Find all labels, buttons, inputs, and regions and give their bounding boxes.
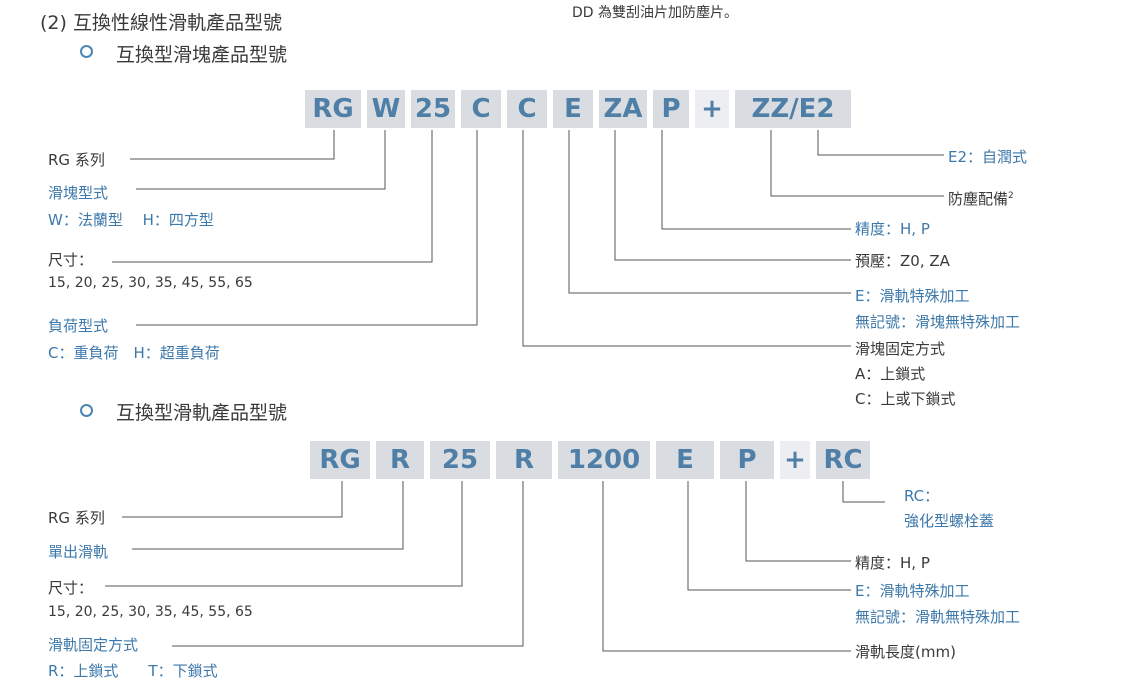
block-e-special-label: E：滑軌特殊加工 (855, 287, 970, 305)
block-code-e: E (553, 90, 593, 128)
bullet-icon (80, 45, 93, 58)
rail-precision-label: 精度：H, P (855, 554, 930, 572)
rail-code-size: 25 (430, 441, 490, 479)
block-code-series: RG (305, 90, 361, 128)
block-code-dust: ZZ/E2 (735, 90, 851, 128)
block-code-plus: + (695, 90, 729, 128)
section-title: (2) 互換性線性滑軌產品型號 (40, 12, 282, 34)
block-fix-a: A：上鎖式 (855, 365, 926, 383)
leader-block-series (130, 130, 335, 160)
leader-block-size (112, 130, 433, 263)
leader-block-type (136, 130, 386, 190)
rail-code-fix: R (496, 441, 552, 479)
block-e2-label: E2：自潤式 (948, 148, 1028, 166)
rail-size-values: 15, 20, 25, 30, 35, 45, 55, 65 (48, 604, 253, 620)
rail-code-single: R (376, 441, 424, 479)
rail-code-e: E (656, 441, 714, 479)
leader-rail-length (602, 481, 851, 652)
rail-no-mark-label: 無記號：滑軌無特殊加工 (855, 608, 1021, 626)
leader-rail-rc (842, 481, 885, 503)
leader-block-precision (661, 130, 851, 230)
block-code-fix: C (507, 90, 547, 128)
leader-rail-size (105, 481, 463, 587)
rail-rc-desc: 強化型螺栓蓋 (904, 512, 995, 530)
rail-size-title: 尺寸： (48, 579, 94, 597)
bullet-icon (80, 404, 93, 417)
rail-code-precision: P (720, 441, 774, 479)
block-load-title: 負荷型式 (48, 317, 109, 335)
block-precision-label: 精度：H, P (855, 220, 930, 238)
block-code-load: C (461, 90, 501, 128)
leader-rail-series (122, 481, 343, 518)
block-size-title: 尺寸： (48, 251, 94, 269)
leader-rail-fix (172, 481, 524, 647)
rail-code-series: RG (310, 441, 370, 479)
rail-subtitle: 互換型滑軌產品型號 (116, 402, 288, 424)
block-no-mark-label: 無記號：滑塊無特殊加工 (855, 313, 1021, 331)
block-dust-label: 防塵配備2 (948, 190, 1014, 208)
rail-fix-values: R：上鎖式 T：下鎖式 (48, 662, 218, 680)
block-preload-label: 預壓：Z0, ZA (855, 252, 950, 270)
leader-block-preload (614, 130, 851, 261)
rail-code-plus: + (780, 441, 810, 479)
rail-code-rc: RC (816, 441, 870, 479)
rail-e-special-label: E：滑軌特殊加工 (855, 582, 970, 600)
leader-rail-e (687, 481, 851, 591)
leader-block-dust (770, 130, 944, 197)
block-size-values: 15, 20, 25, 30, 35, 45, 55, 65 (48, 275, 253, 291)
leader-block-e (568, 130, 851, 294)
block-code-preload: ZA (599, 90, 647, 128)
top-note: DD 為雙刮油片加防塵片。 (572, 5, 739, 21)
leader-rail-precision (745, 481, 851, 562)
rail-fix-title: 滑軌固定方式 (48, 636, 139, 654)
block-code-type: W (367, 90, 405, 128)
rail-series-label: RG 系列 (48, 509, 105, 527)
rail-length-label: 滑軌長度(mm) (855, 643, 956, 661)
block-code-precision: P (653, 90, 689, 128)
leader-block-load (136, 130, 478, 326)
block-type-values: W：法蘭型 H：四方型 (48, 211, 214, 229)
rail-code-length: 1200 (558, 441, 650, 479)
block-series-label: RG 系列 (48, 151, 105, 169)
rail-rc-label: RC： (904, 487, 940, 505)
block-subtitle: 互換型滑塊產品型號 (116, 44, 288, 66)
leader-block-e2 (817, 130, 944, 156)
leader-rail-single (132, 481, 404, 550)
block-load-values: C：重負荷 H：超重負荷 (48, 344, 220, 362)
block-fix-title: 滑塊固定方式 (855, 340, 946, 358)
rail-single-label: 單出滑軌 (48, 543, 109, 561)
block-fix-c: C：上或下鎖式 (855, 390, 956, 408)
block-code-size: 25 (411, 90, 455, 128)
block-type-title: 滑塊型式 (48, 184, 109, 202)
leader-block-fix (522, 130, 851, 347)
